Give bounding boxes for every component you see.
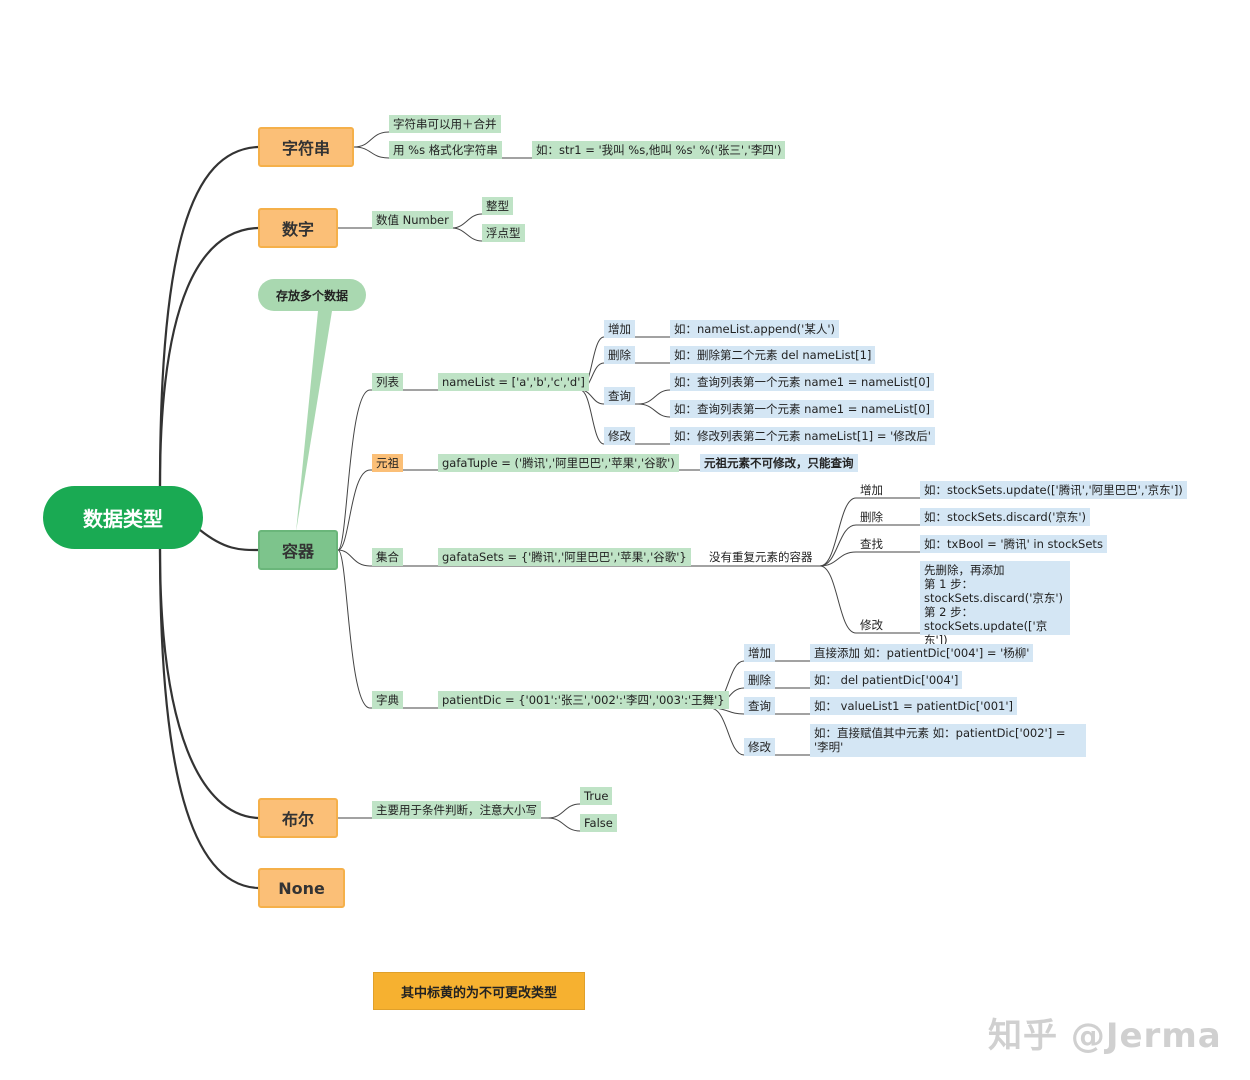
string-format-example[interactable]: 如：str1 = '我叫 %s,他叫 %s' %('张三','李四') [532,141,786,159]
tuple-code[interactable]: gafaTuple = ('腾讯','阿里巴巴','苹果','谷歌') [438,454,679,472]
number-float-label[interactable]: 浮点型 [482,224,525,242]
set-add-example[interactable]: 如：stockSets.update(['腾讯','阿里巴巴','京东']) [920,481,1187,499]
set-note[interactable]: 没有重复元素的容器 [709,550,813,564]
tuple-note[interactable]: 元祖元素不可修改，只能查询 [700,454,858,472]
watermark: 知乎 @Jerma [988,1016,1222,1056]
set-find-label[interactable]: 查找 [860,537,883,551]
number-int-label[interactable]: 整型 [482,197,513,215]
set-del-example[interactable]: 如：stockSets.discard('京东') [920,508,1091,526]
set-del-label[interactable]: 删除 [860,510,883,524]
list-del-example[interactable]: 如：删除第二个元素 del nameList[1] [670,346,876,364]
set-modify-line-2: 第 1 步： [924,577,974,591]
dict-label[interactable]: 字典 [372,691,403,709]
dict-add-label[interactable]: 增加 [744,644,775,662]
number-kind-label[interactable]: 数值 Number [372,211,453,229]
tuple-label[interactable]: 元祖 [372,454,403,472]
node-number[interactable]: 数字 [258,208,338,248]
set-label[interactable]: 集合 [372,548,403,566]
dict-del-example[interactable]: 如： del patientDic['004'] [810,671,963,689]
bool-false[interactable]: False [580,814,617,832]
dict-query-label[interactable]: 查询 [744,697,775,715]
dict-modify-example[interactable]: 如：直接赋值其中元素 如：patientDic['002'] = '李明' [810,724,1086,757]
dict-add-example[interactable]: 直接添加 如：patientDic['004'] = '杨柳' [810,644,1034,662]
set-find-example[interactable]: 如：txBool = '腾讯' in stockSets [920,535,1107,553]
root-node[interactable]: 数据类型 [43,486,203,549]
string-format-label[interactable]: 用 %s 格式化字符串 [389,141,502,159]
edge-root-none [158,547,260,890]
set-modify-line-1: 先删除，再添加 [924,563,1005,577]
edge-root-string [158,145,260,488]
set-modify-line-4: 第 2 步： [924,605,974,619]
list-add-example[interactable]: 如：nameList.append('某人') [670,320,839,338]
edge-root-bool [158,547,260,820]
dict-del-label[interactable]: 删除 [744,671,775,689]
dict-query-example[interactable]: 如： valueList1 = patientDic['001'] [810,697,1017,715]
set-modify-example[interactable]: 先删除，再添加 第 1 步： stockSets.discard('京东') 第… [920,561,1070,647]
list-del-label[interactable]: 删除 [604,346,635,364]
node-string[interactable]: 字符串 [258,127,354,167]
edge-root-number [158,226,260,488]
set-add-label[interactable]: 增加 [860,483,883,497]
set-code[interactable]: gafataSets = {'腾讯','阿里巴巴','苹果','谷歌'} [438,548,691,566]
edge-root-container [198,528,260,552]
list-query-example-1[interactable]: 如：查询列表第一个元素 name1 = nameList[0] [670,373,935,391]
list-query-label[interactable]: 查询 [604,387,635,405]
list-modify-label[interactable]: 修改 [604,427,635,445]
node-none[interactable]: None [258,868,345,908]
list-label[interactable]: 列表 [372,373,403,391]
list-code[interactable]: nameList = ['a','b','c','d'] [438,373,589,391]
bool-true[interactable]: True [580,787,613,805]
set-modify-line-5: stockSets.update(['京东']) [924,619,1048,647]
list-query-example-2[interactable]: 如：查询列表第一个元素 name1 = nameList[0] [670,400,935,418]
bool-desc[interactable]: 主要用于条件判断，注意大小写 [372,801,541,819]
list-modify-example[interactable]: 如：修改列表第二个元素 nameList[1] = '修改后' [670,427,935,445]
callout-pointer [296,311,332,532]
set-modify-label[interactable]: 修改 [860,618,883,632]
dict-modify-label[interactable]: 修改 [744,738,775,756]
node-bool[interactable]: 布尔 [258,798,338,838]
set-modify-line-3: stockSets.discard('京东') [924,591,1064,605]
node-container[interactable]: 容器 [258,530,338,570]
string-plus-label[interactable]: 字符串可以用＋合并 [389,115,501,133]
legend-note: 其中标黄的为不可更改类型 [373,972,585,1010]
container-callout: 存放多个数据 [258,279,366,311]
list-add-label[interactable]: 增加 [604,320,635,338]
dict-code[interactable]: patientDic = {'001':'张三','002':'李四','003… [438,691,729,709]
